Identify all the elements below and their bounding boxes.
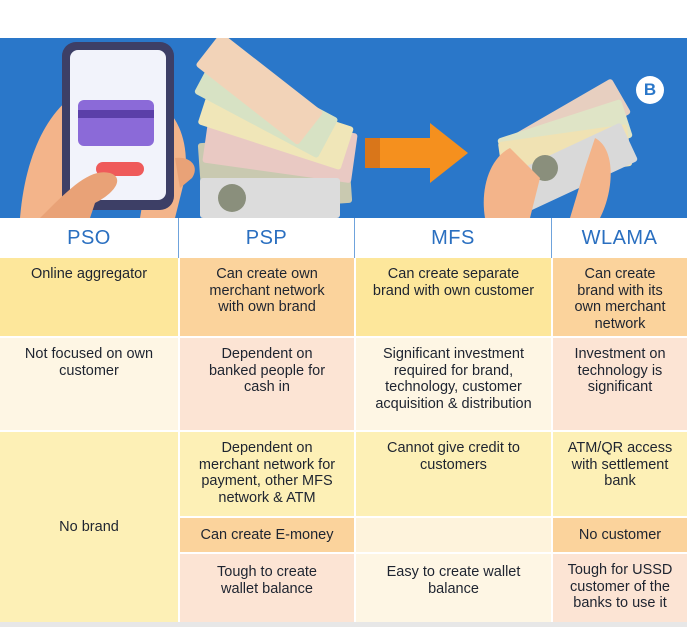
cell-wlama-row4: No customer [553,518,687,552]
header-pso: PSO [0,218,178,258]
cell-mfs-row1: Can create separate brand with own custo… [356,258,551,336]
arrow-icon [365,123,468,183]
header-wlama: WLAMA [551,218,687,258]
smartphone-icon [62,42,174,210]
logo-letter: B [643,80,657,99]
brand-logo: B [636,76,664,104]
right-hand-icon [483,148,540,218]
cell-mfs-row4-blank [356,518,551,552]
header-mfs: MFS [354,218,551,258]
banner-illustration: B [0,38,687,218]
cell-psp-row2: Dependent on banked people for cash in [180,338,354,430]
cell-psp-row1: Can create own merchant network with own… [180,258,354,336]
cell-wlama-row1: Can create brand with its own merchant n… [553,258,687,336]
cell-psp-row5: Tough to create wallet balance [180,554,354,622]
cell-wlama-row2: Investment on technology is significant [553,338,687,430]
cell-mfs-row2: Significant investment required for bran… [356,338,551,430]
cell-mfs-row5: Easy to create wallet balance [356,554,551,622]
banknotes-left-icon [194,38,358,218]
cell-psp-row4: Can create E-money [180,518,354,552]
cell-pso-row3: No brand [0,432,178,622]
cell-wlama-row5: Tough for USSD customer of the banks to … [553,554,687,622]
header-psp: PSP [178,218,354,258]
cell-wlama-row3: ATM/QR access with settlement bank [553,432,687,516]
cell-pso-row1: Online aggregator [0,258,178,336]
cell-mfs-row3: Cannot give credit to customers [356,432,551,516]
banner-art [20,38,638,218]
cell-psp-row3: Dependent on merchant network for paymen… [180,432,354,516]
bottom-bar [0,622,687,627]
cell-pso-row2: Not focused on own customer [0,338,178,430]
